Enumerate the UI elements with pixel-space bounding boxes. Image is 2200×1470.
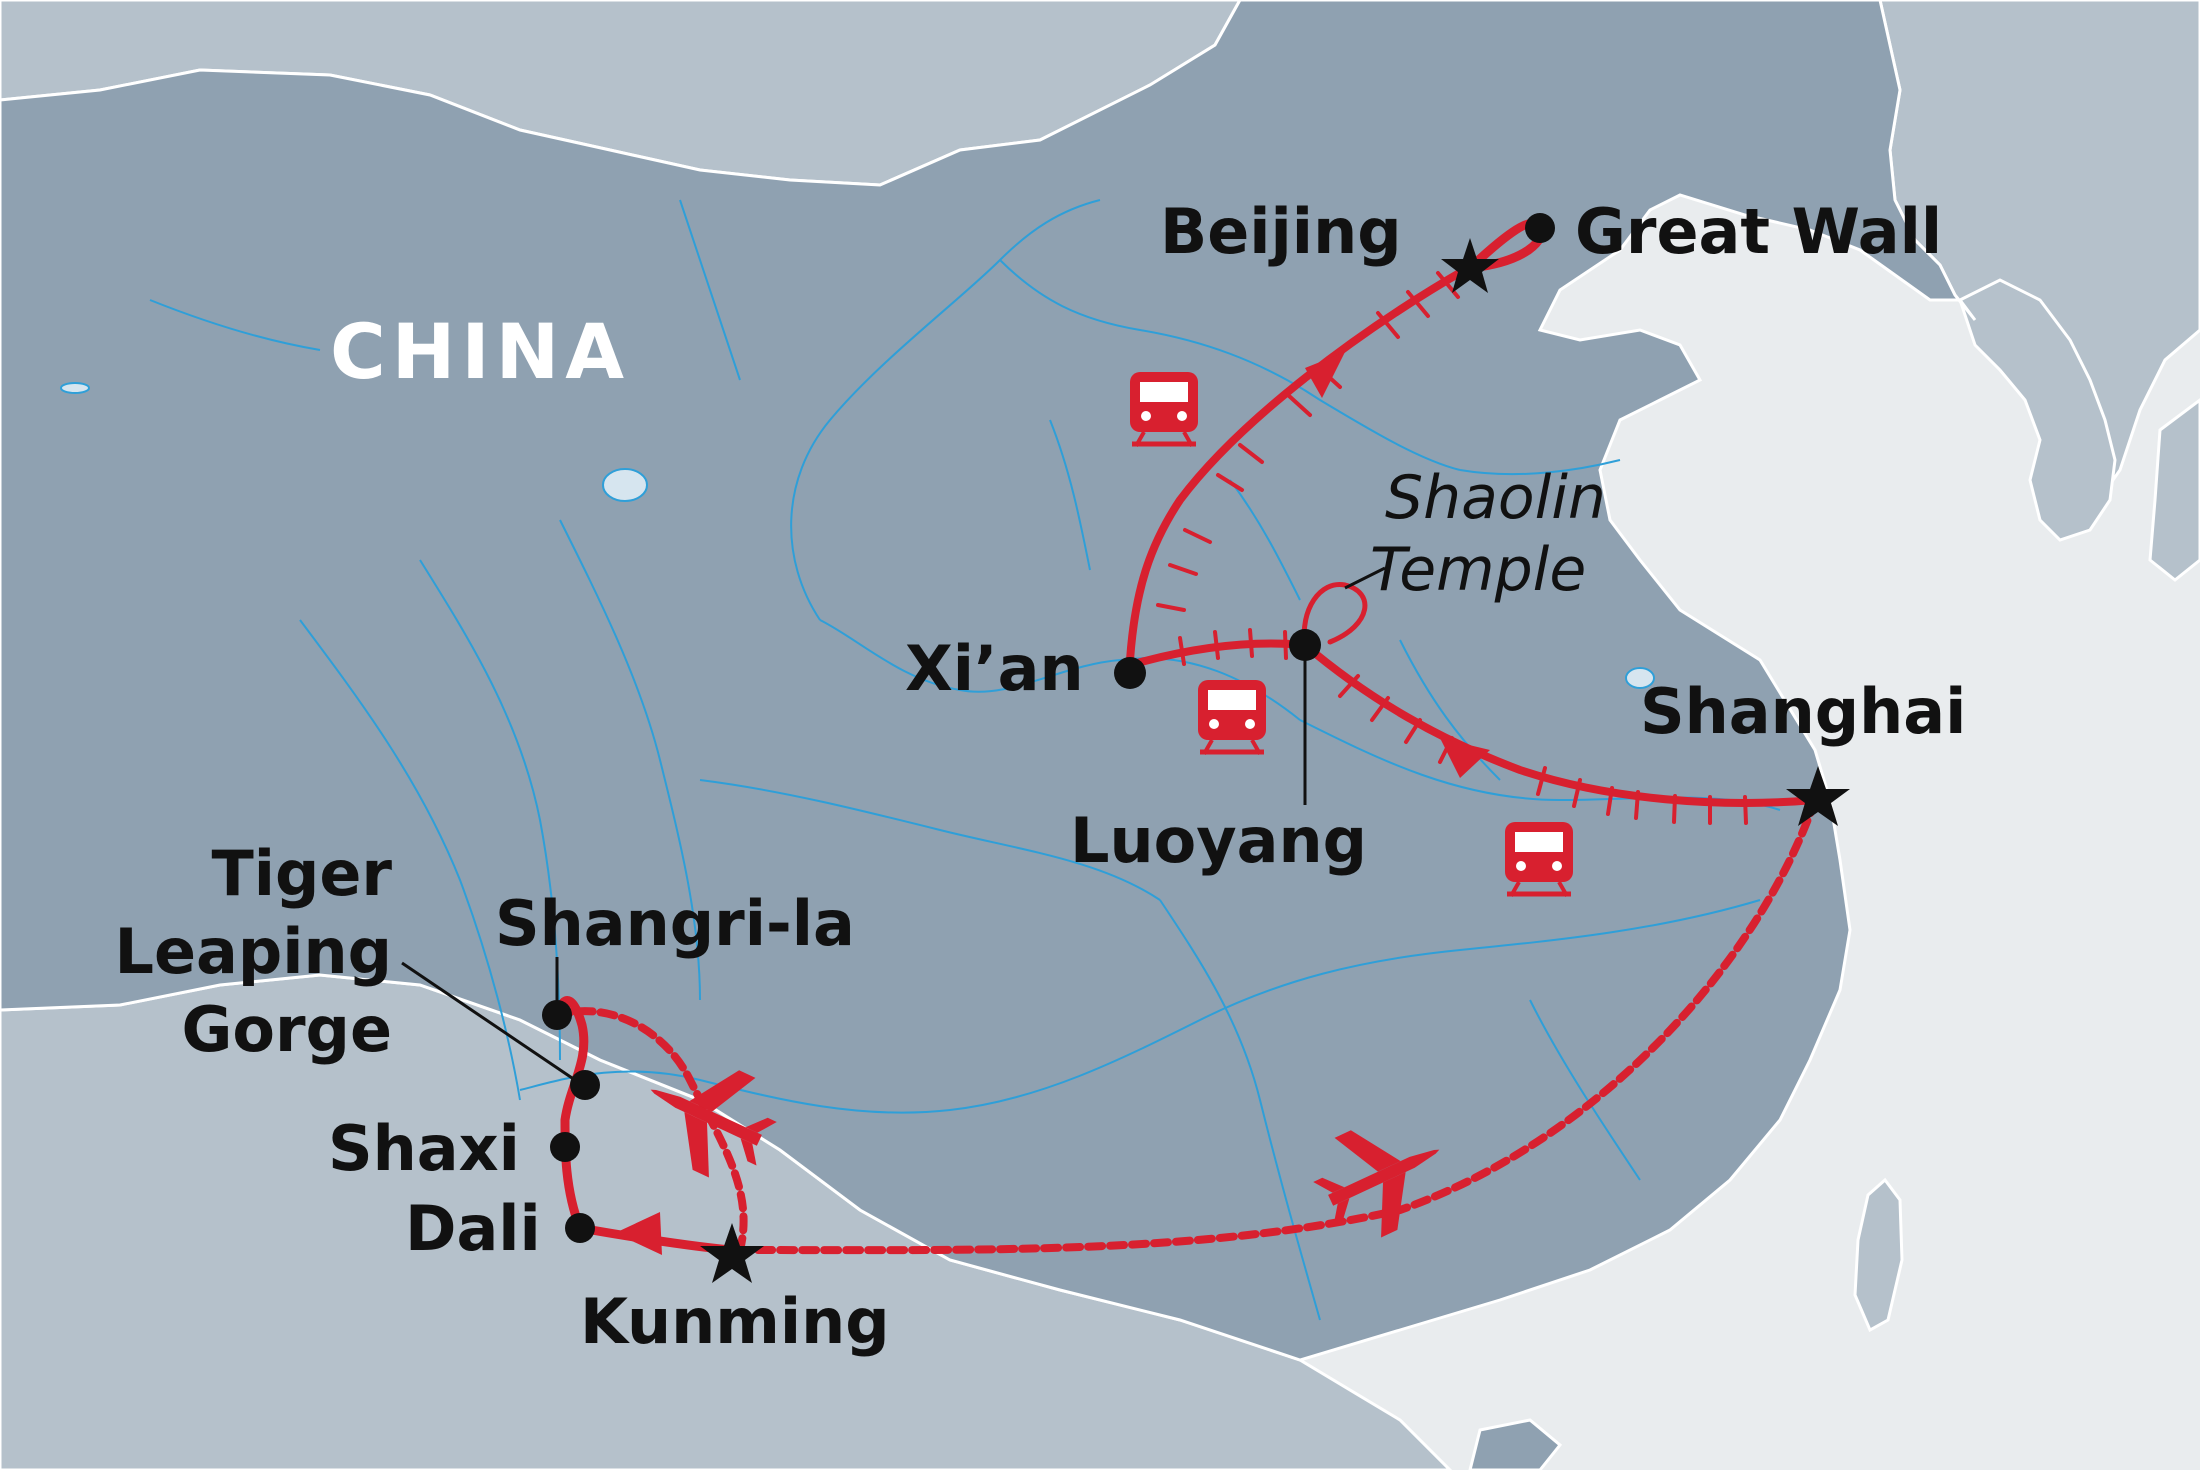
rivers <box>149 199 1781 1321</box>
label-dali: Dali <box>405 1192 541 1265</box>
marker-great-wall <box>1525 213 1555 243</box>
label-tiger-line1: Tiger <box>211 837 392 910</box>
country-label: CHINA <box>330 307 630 396</box>
label-shangri-la: Shangri-la <box>495 887 855 960</box>
lake-taihu <box>1625 667 1655 689</box>
label-shaxi: Shaxi <box>328 1112 520 1185</box>
marker-xian <box>1114 657 1146 689</box>
label-great-wall: Great Wall <box>1575 195 1942 268</box>
markers <box>542 213 1850 1283</box>
route-arrows <box>615 352 1490 1255</box>
china-land <box>0 0 1977 1362</box>
arrow-to-dali <box>615 1212 662 1255</box>
arrow-to-luoyang <box>1440 738 1490 778</box>
label-shanghai: Shanghai <box>1640 675 1966 748</box>
train-icon <box>1198 680 1266 755</box>
label-shaolin-line1: Shaolin <box>1385 463 1606 533</box>
marker-shanghai-star <box>1786 766 1850 826</box>
marker-tiger <box>570 1070 600 1100</box>
korea <box>1958 278 2117 542</box>
lake-west <box>60 382 90 394</box>
label-beijing: Beijing <box>1160 195 1402 268</box>
lake-qinghai <box>602 468 648 502</box>
label-luoyang: Luoyang <box>1070 804 1367 877</box>
marker-dali <box>565 1213 595 1243</box>
marker-luoyang <box>1289 629 1321 661</box>
marker-shangrila <box>542 1000 572 1030</box>
hainan <box>1468 1418 1563 1470</box>
leader-tiger <box>401 961 579 1084</box>
marker-shaxi <box>550 1132 580 1162</box>
marker-kunming-star <box>700 1223 764 1283</box>
label-tiger-line2: Leaping <box>114 915 392 988</box>
taiwan <box>1853 1177 1904 1333</box>
route-leg-shangrila-kunming <box>553 1007 748 1254</box>
route-leg-beijing-xian <box>1126 264 1472 664</box>
plane-icon <box>1313 1130 1440 1238</box>
label-xian: Xi’an <box>905 632 1084 705</box>
train-icon <box>1130 372 1198 447</box>
marker-beijing-star <box>1441 238 1499 293</box>
label-kunming: Kunming <box>580 1285 890 1358</box>
route-leg-luoyang-shanghai <box>1301 641 1819 807</box>
route-leg-luoyang-shaolin <box>1301 582 1368 648</box>
train-icon <box>1505 822 1573 897</box>
label-shaolin-line2: Temple <box>1370 535 1586 605</box>
plane-icon <box>650 1070 777 1178</box>
arrow-to-beijing <box>1305 352 1345 398</box>
label-tiger-line3: Gorge <box>182 993 393 1066</box>
japan <box>2148 398 2200 582</box>
leader-shaolin <box>1344 566 1386 590</box>
